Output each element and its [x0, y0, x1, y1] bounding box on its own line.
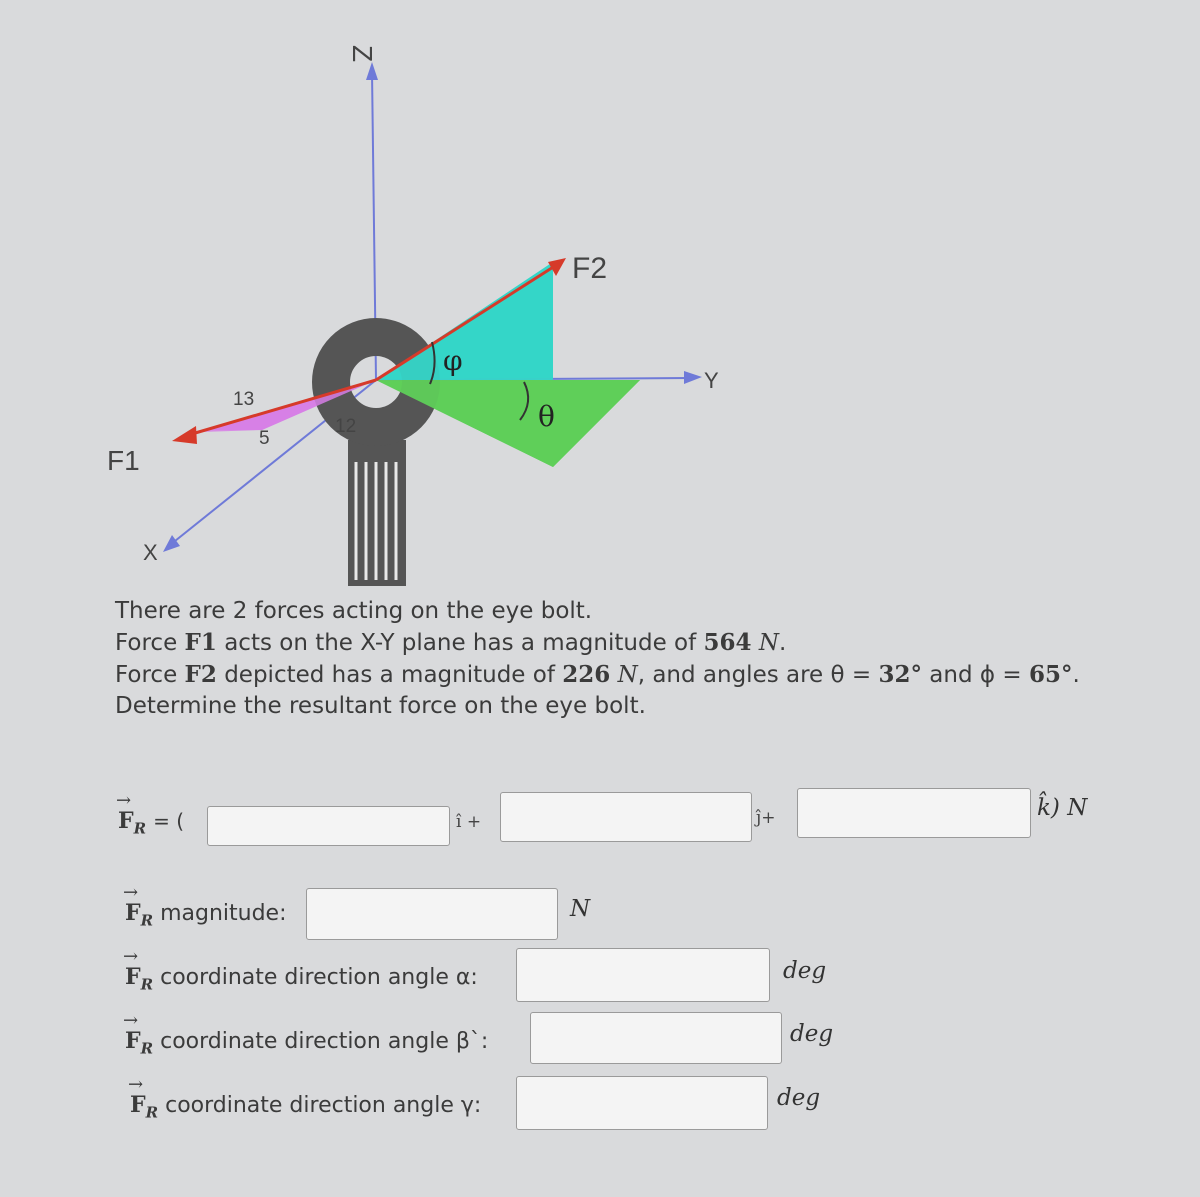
fr-beta-input[interactable]	[530, 1012, 782, 1064]
fr-k-component-input[interactable]	[797, 788, 1031, 838]
j-hat-label: ĵ+	[756, 808, 776, 828]
y-axis-label: Y	[704, 368, 719, 393]
beta-deg-unit: deg	[790, 1021, 834, 1047]
problem-line-2: Force F1 acts on the X-Y plane has a mag…	[115, 629, 787, 656]
fr-gamma-label: →FR coordinate direction angle γ:	[128, 1074, 482, 1122]
fr-magnitude-label: →FR magnitude:	[123, 882, 287, 930]
problem-line-3: Force F2 depicted has a magnitude of 226…	[115, 661, 1080, 688]
fr-j-component-input[interactable]	[500, 792, 752, 842]
slope-12-label: 12	[335, 416, 356, 437]
f1-arrowhead	[172, 426, 197, 444]
f2-label: F2	[572, 252, 607, 285]
theta-label: θ	[538, 400, 555, 433]
phi-angle-arc	[429, 341, 436, 385]
i-hat-label: î +	[456, 812, 482, 832]
f1-vector	[184, 378, 377, 438]
f1-label: F1	[107, 445, 140, 476]
slope-5-label: 5	[259, 428, 270, 449]
fr-vector-label: →FR = (	[116, 790, 185, 838]
theta-angle-arc	[519, 381, 530, 421]
slope-13-label: 13	[233, 389, 254, 410]
alpha-deg-unit: deg	[783, 958, 827, 984]
fr-alpha-label: →FR coordinate direction angle α:	[123, 946, 478, 994]
x-axis-arrowhead	[163, 535, 180, 552]
y-axis-arrowhead	[684, 371, 702, 384]
f2-vector	[375, 262, 559, 382]
gamma-deg-unit: deg	[777, 1085, 821, 1111]
k-hat-unit-label: k̂) N	[1037, 795, 1088, 821]
phi-label: φ	[443, 344, 463, 377]
fr-magnitude-input[interactable]	[306, 888, 558, 940]
x-axis-label: X	[143, 540, 158, 565]
fr-alpha-input[interactable]	[516, 948, 770, 1002]
fr-i-component-input[interactable]	[207, 806, 450, 846]
eye-bolt-diagram: Z Y X F1 F2 13 5 12 φ θ	[107, 45, 719, 586]
fr-gamma-input[interactable]	[516, 1076, 768, 1130]
problem-line-1: There are 2 forces acting on the eye bol…	[115, 598, 593, 624]
magnitude-unit-label: N	[570, 896, 591, 922]
problem-statement: There are 2 forces acting on the eye bol…	[115, 596, 1080, 722]
z-axis-label: Z	[347, 45, 378, 62]
z-axis-arrowhead	[366, 62, 378, 80]
f2-arrowhead	[548, 258, 566, 276]
fr-beta-label: →FR coordinate direction angle β`:	[123, 1010, 489, 1058]
problem-line-4: Determine the resultant force on the eye…	[115, 693, 646, 719]
